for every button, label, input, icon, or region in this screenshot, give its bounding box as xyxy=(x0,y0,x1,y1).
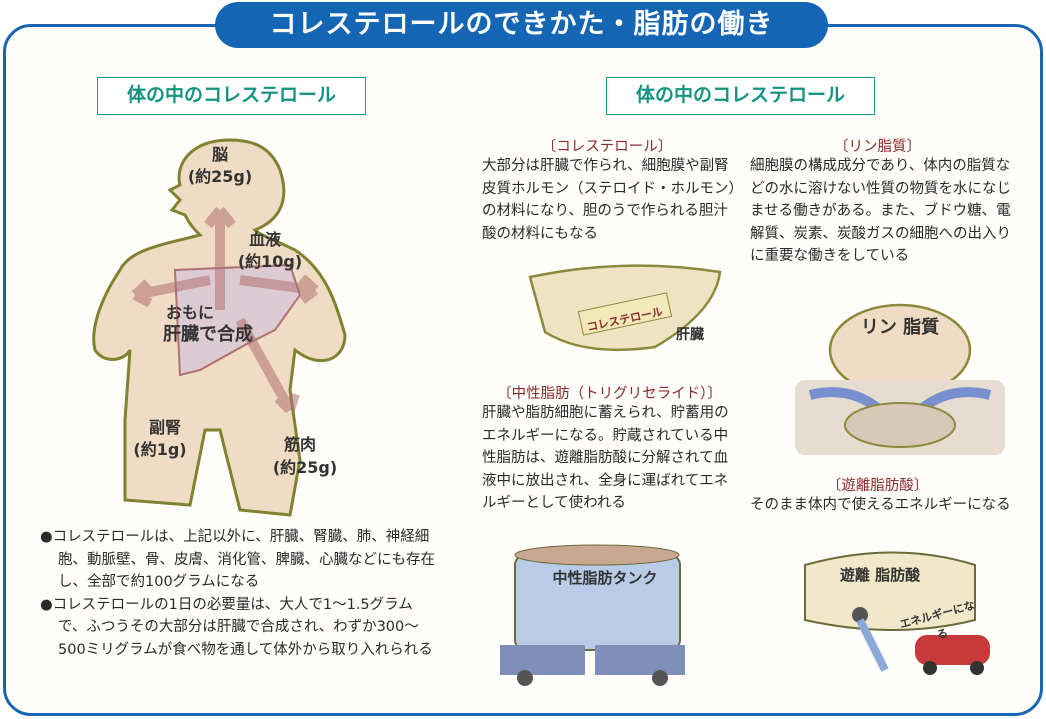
liver-label: おもに xyxy=(165,303,214,322)
phospholipid-body: 細胞膜の構成成分であり、体内の脂質などの水に溶けない性質の物質を水になじませる働… xyxy=(750,158,1011,264)
free-fatty-acid-illustration xyxy=(804,551,990,675)
bullet-item: ●コレステロールは、上記以外に、肝臓、腎臓、肺、神経細胞、動脈壁、骨、皮膚、消化… xyxy=(40,529,435,590)
cholesterol-heading: 〔コレステロール〕 xyxy=(541,139,673,155)
bullet-list: ●コレステロールは、上記以外に、肝臓、腎臓、肺、神経細胞、動脈壁、骨、皮膚、消化… xyxy=(40,526,440,661)
brain-amount: (約25g) xyxy=(187,167,253,186)
phospholipid-heading: 〔リン脂質〕 xyxy=(834,139,921,155)
left-subtitle: 体の中のコレステロール xyxy=(97,77,366,115)
liver-illus-label: 肝臓 xyxy=(676,327,704,343)
cholesterol-body: 大部分は肝臓で作られ、細胞膜や副腎皮質ホルモン（ステロイド・ホルモン）の材料にな… xyxy=(482,158,736,242)
tank-label: 中性脂肪タンク xyxy=(552,569,658,587)
triglyceride-tank-illustration xyxy=(500,544,685,686)
muscle-label: 筋肉 xyxy=(283,435,316,454)
blood-label: 血液 xyxy=(248,230,281,249)
right-subtitle: 体の中のコレステロール xyxy=(606,77,875,115)
page-title: コレステロールのできかた・脂肪の働き xyxy=(215,2,828,48)
phospholipid-label: リン 脂質 xyxy=(860,317,940,338)
body-illustration xyxy=(92,138,347,517)
triglyceride-body: 肝臓や脂肪細胞に蓄えられ、貯蓄用のエネルギーになる。貯蔵されている中性脂肪は、遊… xyxy=(482,405,729,511)
triglyceride-heading: 〔中性脂肪（トリグリセライド）〕 xyxy=(497,386,722,402)
bullet-item: ●コレステロールの1日の必要量は、大人で1～1.5グラムで、ふつうその大部分は肝… xyxy=(40,596,433,658)
liver-synthesis-label: 肝臓で合成 xyxy=(163,324,253,345)
blood-amount: (約10g) xyxy=(237,252,303,271)
adrenal-label: 副腎 xyxy=(148,418,181,437)
liver-illustration xyxy=(528,264,722,352)
phospholipid-illustration xyxy=(795,303,1005,455)
ffa-illus-label: 遊離 脂肪酸 xyxy=(839,566,921,584)
ffa-heading: 〔遊離脂肪酸〕 xyxy=(826,478,929,494)
ffa-body: そのまま体内で使えるエネルギーになる xyxy=(750,497,1011,513)
brain-label: 脳 xyxy=(211,145,228,164)
adrenal-amount: (約1g) xyxy=(133,440,187,459)
muscle-amount: (約25g) xyxy=(272,458,338,477)
